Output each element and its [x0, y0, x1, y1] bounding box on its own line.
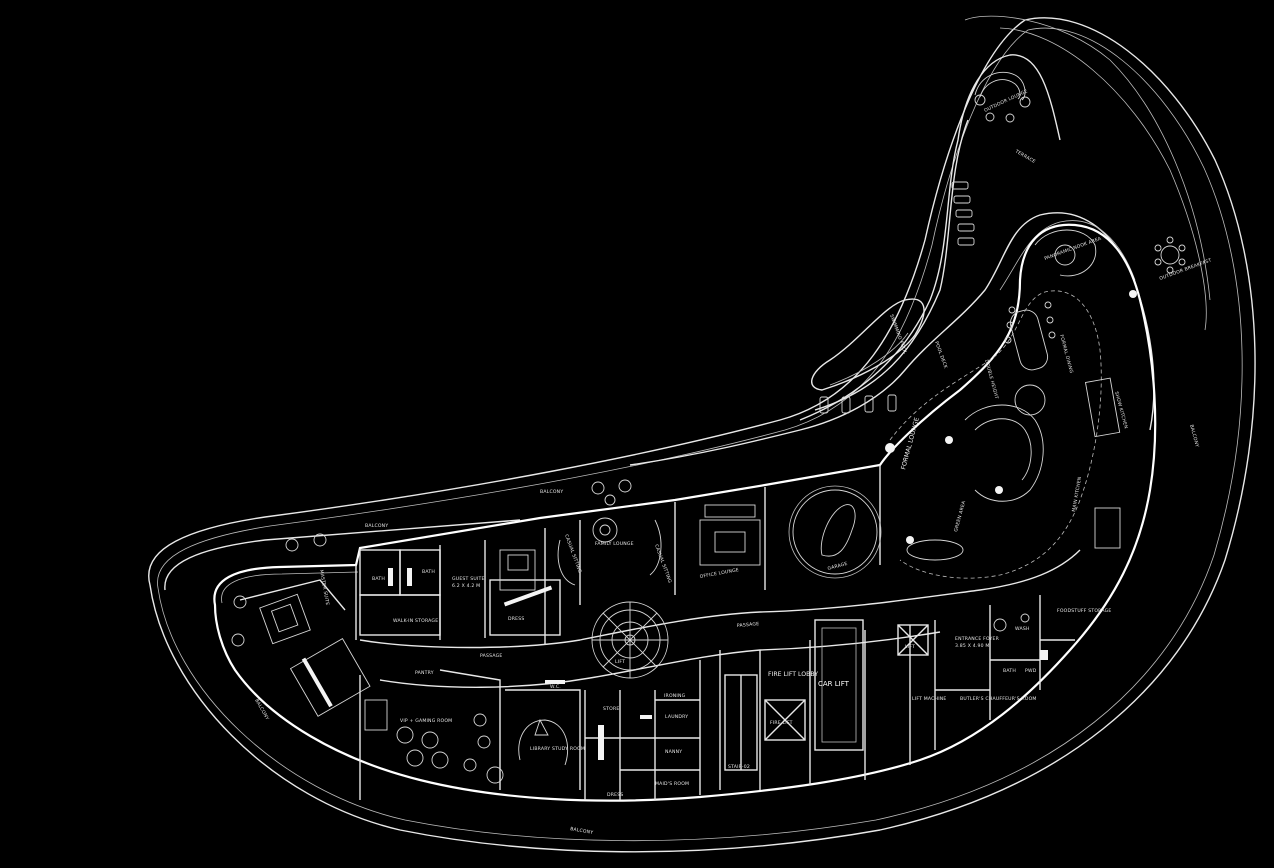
label-entrance-dims: 3.85 X 4.90 M	[955, 643, 990, 649]
label-wc: W.C.	[550, 684, 561, 690]
label-wash: WASH	[1015, 626, 1030, 632]
label-pantry: PANTRY	[415, 670, 434, 676]
label-guest-suite: GUEST SUITE	[452, 576, 485, 582]
label-lift: LIFT	[905, 644, 915, 650]
label-formal-dining: FORMAL DINING	[1058, 334, 1074, 374]
label-balcony: BALCONY	[540, 489, 563, 495]
label-dress: DRESS	[508, 616, 524, 622]
label-bath: BATH	[422, 569, 435, 575]
label-pwd: PWD	[1025, 668, 1037, 674]
label-pool-deck: POOL DECK	[933, 341, 949, 371]
label-butler-room: BUTLER'S CHAUFFEUR'S ROOM	[960, 696, 1037, 702]
label-walk-in: WALK-IN STORAGE	[393, 618, 438, 624]
label-double-height: DOUBLE HEIGHT	[983, 359, 999, 400]
label-car-lift: CAR LIFT	[818, 680, 850, 688]
furniture	[231, 229, 1121, 784]
label-outdoor-lounge: OUTDOOR LOUNGE	[983, 88, 1028, 113]
label-office-lounge: OFFICE LOUNGE	[699, 567, 739, 580]
terrace-zone	[629, 54, 1186, 466]
label-fire-lift: FIRE LIFT	[770, 720, 793, 726]
label-garage: GARAGE	[827, 561, 848, 572]
label-stair: STAIR-02	[728, 764, 750, 770]
label-bath: BATH	[1003, 668, 1016, 674]
label-entrance-foyer: ENTRANCE FOYER	[955, 636, 1000, 642]
label-bath: BATH	[372, 576, 385, 582]
label-library: LIBRARY STUDY ROOM	[530, 746, 585, 752]
label-foodstuff-storage: FOODSTUFF STORAGE	[1057, 608, 1112, 614]
room-labels: BALCONY BALCONY BALCONY BALCONY BALCONY …	[253, 88, 1212, 836]
solid-elements	[301, 290, 1137, 760]
label-ironing: IRONING	[664, 693, 686, 699]
label-passage: PASSAGE	[737, 621, 760, 629]
label-terrace: TERRACE	[1013, 148, 1036, 165]
label-master-suite: MASTER SUITE	[318, 569, 330, 606]
label-panoramic-nook: PANORAMIC NOOK AREA	[1044, 235, 1103, 261]
label-casual-sitting: CASUAL SITTING	[653, 544, 673, 585]
label-vip-gaming: VIP + GAMING ROOM	[400, 718, 452, 724]
label-lift: LIFT	[615, 659, 625, 665]
label-nanny: NANNY	[665, 749, 682, 755]
label-lift-machine: LIFT MACHINE	[912, 696, 947, 702]
label-maids-room: MAID'S ROOM	[655, 781, 689, 787]
label-fire-lift-lobby: FIRE LIFT LOBBY	[768, 671, 818, 678]
label-store: STORE	[603, 706, 619, 712]
label-dress: DRESS	[607, 792, 623, 798]
outer-boundary	[148, 15, 1256, 853]
label-swimming-pool: SWIMMING POOL	[888, 314, 908, 355]
label-passage: PASSAGE	[480, 653, 502, 659]
room-walls	[239, 290, 1102, 800]
label-balcony: BALCONY	[1188, 424, 1200, 448]
label-balcony: BALCONY	[570, 826, 594, 836]
label-formal-lounge: FORMAL LOUNGE	[900, 417, 921, 471]
label-guest-dims: 6.2 X 4.2 M	[452, 583, 480, 589]
label-green-area: GREEN AREA	[953, 500, 967, 533]
label-laundry: LAUNDRY	[665, 714, 688, 720]
label-balcony: BALCONY	[365, 523, 388, 529]
building-envelope	[213, 223, 1157, 802]
label-family-lounge: FAMILY LOUNGE	[595, 541, 634, 547]
label-main-kitchen: MAIN KITCHEN	[1071, 476, 1083, 512]
